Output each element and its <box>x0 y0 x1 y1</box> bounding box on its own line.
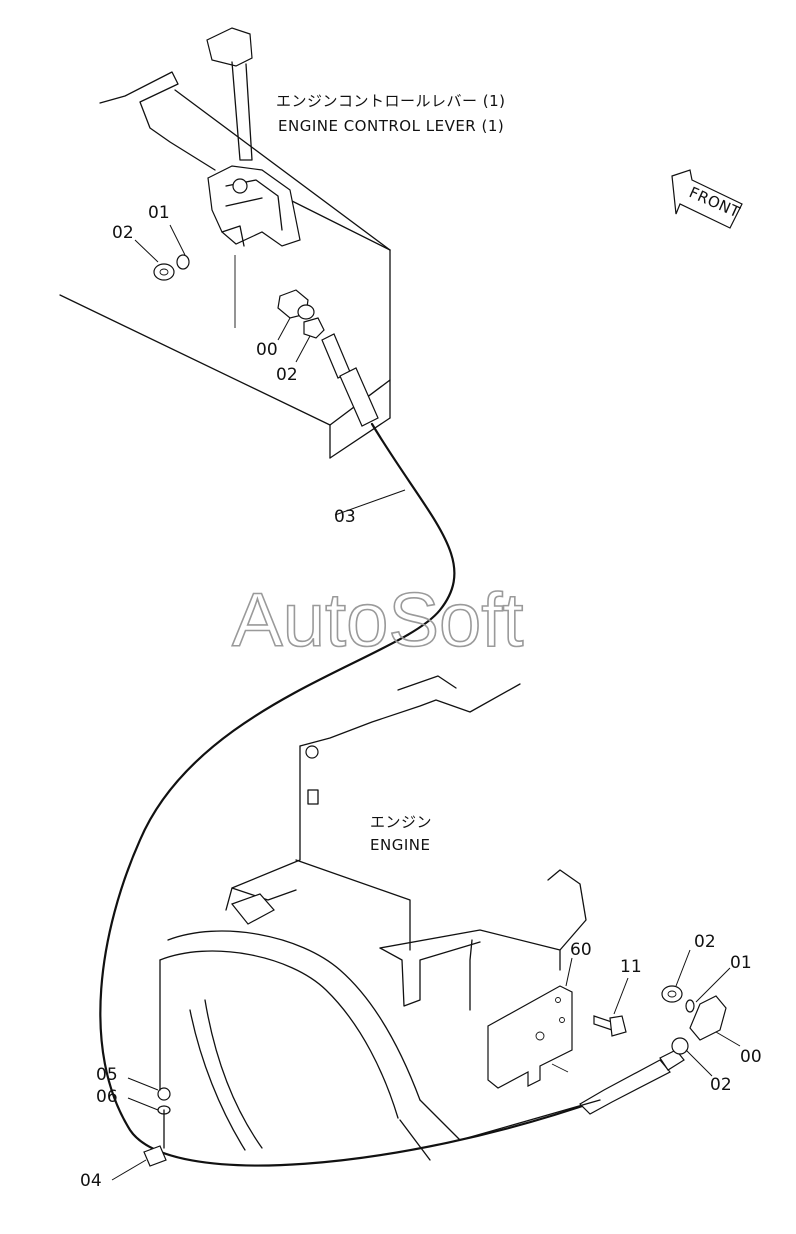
callout-02-top-b: 02 <box>276 365 298 385</box>
upper-ball-joint <box>277 289 325 363</box>
callout-60-bracket: 60 <box>570 940 592 960</box>
engine-control-lever <box>206 27 301 247</box>
mounting-bracket <box>487 957 573 1089</box>
callout-05-clamp: 05 <box>96 1065 118 1085</box>
control-cable <box>99 333 685 1167</box>
lever-label-en: ENGINE CONTROL LEVER (1) <box>278 117 504 135</box>
engine-body <box>159 675 601 1161</box>
callout-01-right: 01 <box>730 953 752 973</box>
callout-00-top: 00 <box>256 340 278 360</box>
callout-02-right: 02 <box>694 932 716 952</box>
lower-ball-joint <box>661 949 741 1077</box>
callout-06-washer: 06 <box>96 1087 118 1107</box>
cable-clamp <box>111 1077 171 1181</box>
front-direction-arrow: FRONT <box>671 169 743 229</box>
watermark: AutoSoft <box>232 578 524 663</box>
callout-04-clamp: 04 <box>80 1171 102 1191</box>
lever-label-jp: エンジンコントロールレバー (1) <box>276 92 506 110</box>
callout-03-cable: 03 <box>334 507 356 527</box>
engine-label-en: ENGINE <box>370 836 430 854</box>
callout-02-top: 02 <box>112 223 134 243</box>
callout-02-right-b: 02 <box>710 1075 732 1095</box>
bolt <box>593 977 629 1037</box>
callout-01-top: 01 <box>148 203 170 223</box>
engine-label-jp: エンジン <box>370 813 432 831</box>
callout-11-bolt: 11 <box>620 957 642 977</box>
lever-nut-washer <box>134 224 190 281</box>
callout-00-right: 00 <box>740 1047 762 1067</box>
control-box <box>59 71 391 459</box>
